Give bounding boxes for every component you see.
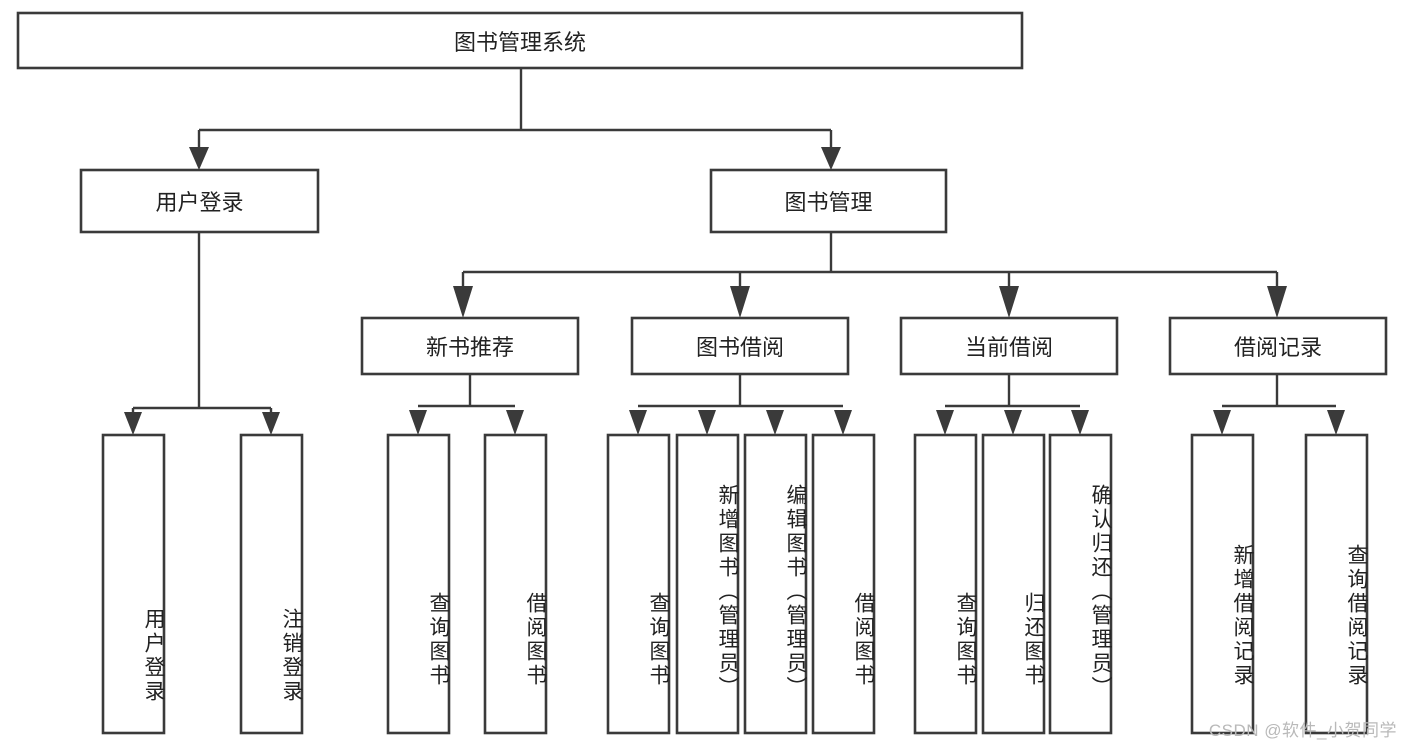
arrow-root-to-user-login — [189, 147, 209, 170]
watermark-text: CSDN @软件_小贺同学 — [1208, 721, 1397, 740]
connector-group-user-login — [124, 232, 280, 435]
arrow-cb-leaf-3 — [1071, 410, 1089, 435]
node-box-book-borrow[interactable] — [630, 316, 850, 376]
arrow-br-leaf-1 — [1213, 410, 1231, 435]
node-box-leaf-add-book[interactable] — [675, 433, 740, 735]
node-box-root[interactable] — [16, 11, 1024, 70]
arrow-bb-leaf-3 — [766, 410, 784, 435]
node-box-leaf-borrow-book-2[interactable] — [811, 433, 876, 735]
arrow-bb-leaf-1 — [629, 410, 647, 435]
node-box-leaf-return-book[interactable] — [981, 433, 1046, 735]
connector-group-book-borrow — [629, 374, 852, 435]
connector-group-borrow-record — [1213, 374, 1345, 435]
arrow-bm-to-book-borrow — [730, 286, 750, 318]
connector-group-book-manage — [453, 232, 1287, 318]
node-box-leaf-query-book-3[interactable] — [913, 433, 978, 735]
node-box-leaf-query-borrow-record[interactable] — [1304, 433, 1369, 735]
node-box-leaf-borrow-book-1[interactable] — [483, 433, 548, 735]
node-box-leaf-logout-login[interactable] — [239, 433, 304, 735]
arrow-root-to-book-manage — [821, 147, 841, 170]
node-box-leaf-edit-book[interactable] — [743, 433, 808, 735]
arrow-ul-leaf-2 — [262, 412, 280, 435]
arrow-cb-leaf-1 — [936, 410, 954, 435]
node-box-borrow-record[interactable] — [1168, 316, 1388, 376]
node-box-leaf-query-book-1[interactable] — [386, 433, 451, 735]
node-box-book-manage[interactable] — [709, 168, 948, 234]
arrow-cb-leaf-2 — [1004, 410, 1022, 435]
arrow-nbr-leaf-2 — [506, 410, 524, 435]
arrow-nbr-leaf-1 — [409, 410, 427, 435]
node-box-new-book-recommend[interactable] — [360, 316, 580, 376]
arrow-bm-to-new-book — [453, 286, 473, 318]
node-box-user-login[interactable] — [79, 168, 320, 234]
connector-group-current-borrow — [936, 374, 1089, 435]
node-box-leaf-confirm-return[interactable] — [1048, 433, 1113, 735]
arrow-bm-to-borrow-record — [1267, 286, 1287, 318]
arrow-ul-leaf-1 — [124, 412, 142, 435]
arrow-br-leaf-2 — [1327, 410, 1345, 435]
arrow-bb-leaf-2 — [698, 410, 716, 435]
arrow-bb-leaf-4 — [834, 410, 852, 435]
node-box-leaf-user-login[interactable] — [101, 433, 166, 735]
connector-group-root — [189, 68, 841, 170]
node-box-current-borrow[interactable] — [899, 316, 1119, 376]
arrow-bm-to-current-borrow — [999, 286, 1019, 318]
node-box-leaf-query-book-2[interactable] — [606, 433, 671, 735]
connector-group-new-book-recommend — [409, 374, 524, 435]
node-box-leaf-add-borrow-record[interactable] — [1190, 433, 1255, 735]
